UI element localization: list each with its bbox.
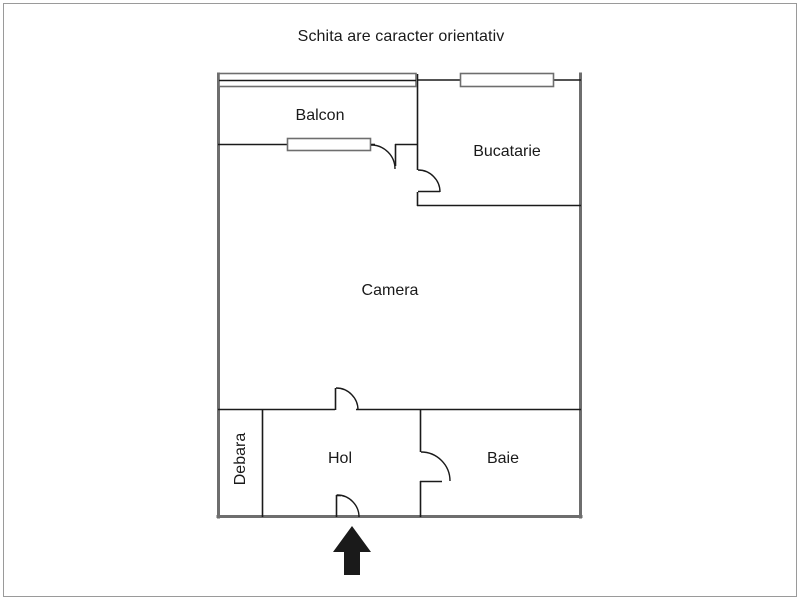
room-label-debara: Debara bbox=[232, 432, 249, 486]
page-title: Schita are caracter orientativ bbox=[297, 28, 505, 45]
room-label-baie: Baie bbox=[486, 450, 520, 467]
entrance-arrow-shape bbox=[333, 526, 371, 575]
room-label-camera: Camera bbox=[361, 282, 419, 299]
door-swings bbox=[335, 144, 451, 518]
balcony-door-arc bbox=[370, 144, 396, 170]
room-label-bucatarie: Bucatarie bbox=[473, 143, 541, 160]
interior-walls bbox=[218, 74, 581, 517]
entrance-arrow bbox=[333, 526, 371, 575]
windows-2 bbox=[286, 72, 555, 152]
room-label-balcon: Balcon bbox=[295, 107, 345, 124]
kitchen-door-arc bbox=[417, 169, 441, 193]
outer-walls bbox=[216, 72, 583, 519]
kitchen-window-top bbox=[459, 72, 555, 88]
baie-door-arc bbox=[420, 451, 451, 482]
hol-camera-door-arc bbox=[335, 387, 359, 411]
room-label-hol: Hol bbox=[327, 450, 353, 467]
entrance-door-arc bbox=[336, 494, 360, 518]
balcony-window-inner bbox=[286, 137, 372, 152]
